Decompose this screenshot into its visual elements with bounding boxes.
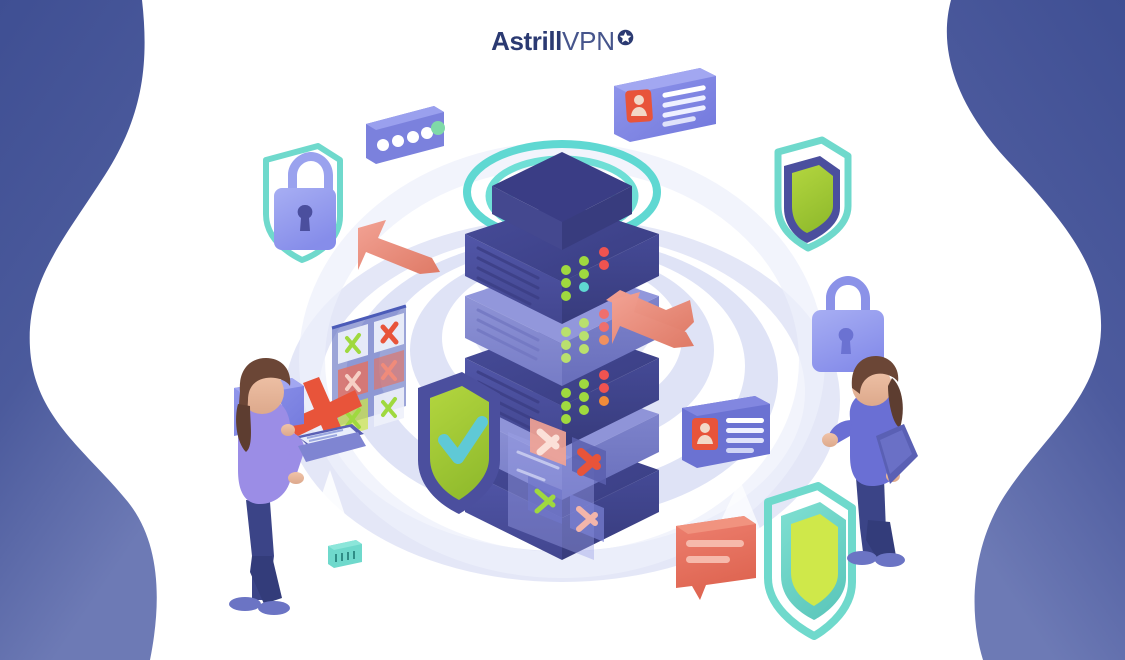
person-left-with-laptop [229,358,366,615]
laptop-base [298,432,366,462]
teal-chip [328,540,362,568]
blocked-x-tiles [508,418,606,560]
brand-name-light: VPN [562,26,615,56]
shield-check-center [418,372,500,514]
background-wave-right [946,0,1125,660]
shield-green-top-right [774,136,852,252]
shoe [875,553,905,567]
padlock-right [812,276,884,372]
padlock-shielded-left [263,143,343,263]
password-dot [392,135,404,147]
person-right-with-tablet [822,356,918,567]
password-dot [421,127,433,139]
password-dots-card [366,106,445,164]
server-leds [561,370,609,424]
arrow-data-left [358,220,440,274]
shield-teal-bottom-right [764,482,856,640]
id-card-right [682,396,770,468]
red-cross-left [289,377,362,450]
arrow-data-right [606,290,694,348]
chat-bubble-orange [676,516,756,600]
brand-name-strong: Astrill [491,26,562,56]
shoe [258,601,290,615]
id-card-top [614,68,716,142]
server-leds [561,247,609,301]
background-wave-left [0,0,157,660]
password-dot [377,139,389,151]
password-dot [407,131,419,143]
avatar [692,418,718,450]
avatar [625,89,653,123]
shoe [229,597,261,611]
threat-grid-tiles [331,304,407,438]
password-dot-active [431,121,445,135]
isometric-server-stack [463,140,661,560]
astrill-globe-star-icon [617,29,634,45]
server-leds [561,309,609,363]
shoe [847,551,877,565]
